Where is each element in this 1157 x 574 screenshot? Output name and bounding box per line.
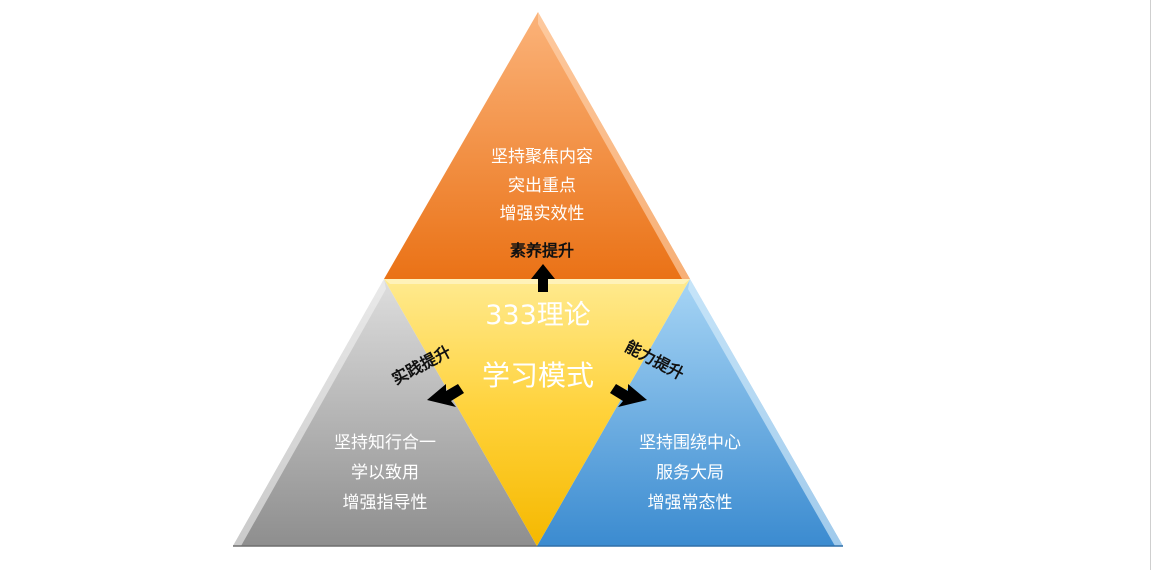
left-line-2: 学以致用	[351, 463, 419, 483]
right-down-arrow	[610, 384, 647, 407]
page-edge-rule	[1150, 0, 1151, 570]
left-down-arrow	[427, 384, 464, 407]
left-line-1: 坚持知行合一	[334, 433, 436, 453]
right-triangle	[537, 279, 843, 547]
right-line-2: 服务大局	[656, 463, 724, 483]
top-arrow-label: 素养提升	[510, 241, 574, 260]
top-line-3: 增强实效性	[500, 204, 585, 224]
right-line-3: 增强常态性	[648, 493, 733, 513]
top-triangle	[384, 12, 690, 279]
right-line-1: 坚持围绕中心	[639, 433, 741, 453]
top-line-2: 突出重点	[508, 176, 576, 196]
center-title-line-2: 学习模式	[482, 359, 594, 392]
up-arrow	[531, 264, 555, 292]
center-triangle	[384, 279, 690, 546]
left-line-3: 增强指导性	[343, 493, 428, 513]
top-line-1: 坚持聚焦内容	[491, 147, 593, 167]
center-title-line-1: 333理论	[485, 300, 591, 331]
left-triangle	[233, 279, 537, 547]
